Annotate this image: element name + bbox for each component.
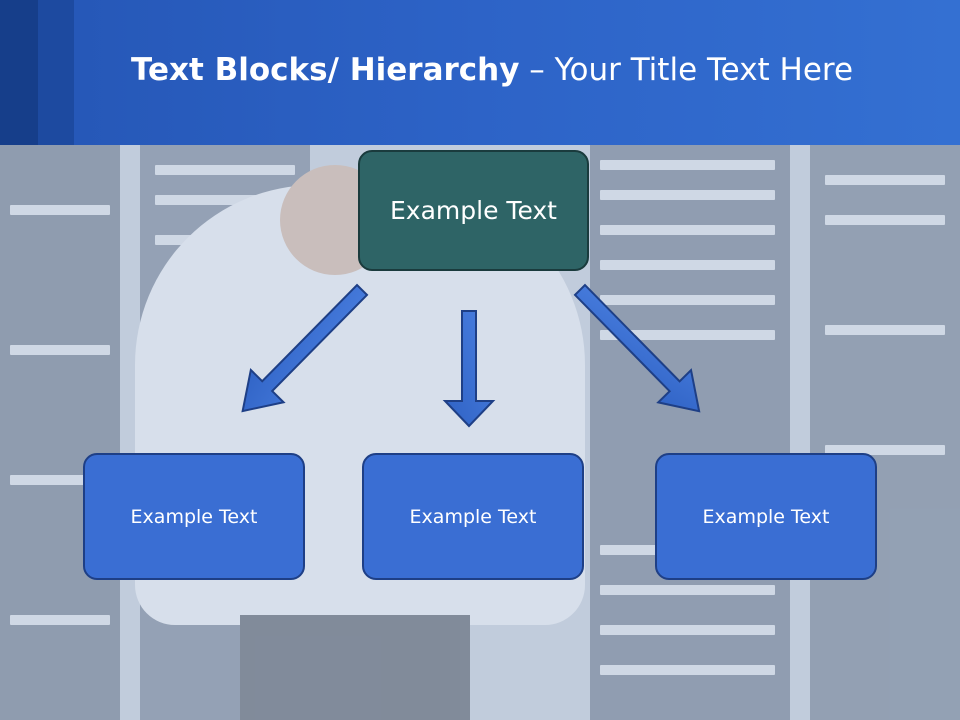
title-bold-part: Text Blocks/ Hierarchy [130, 52, 520, 88]
header-accent-strip [38, 0, 74, 145]
title-regular-part: Your Title Text Here [554, 52, 854, 88]
header-accent-strip [0, 0, 38, 145]
child-text-block-label: Example Text [130, 505, 258, 528]
slide-title: Text Blocks/ Hierarchy – Your Title Text… [0, 52, 960, 88]
child-text-block-label: Example Text [409, 505, 537, 528]
title-dash: – [519, 52, 555, 88]
child-text-block-left[interactable]: Example Text [83, 453, 305, 580]
top-text-block-label: Example Text [390, 196, 557, 225]
child-text-block-label: Example Text [702, 505, 830, 528]
title-bar: Text Blocks/ Hierarchy – Your Title Text… [0, 0, 960, 145]
top-text-block[interactable]: Example Text [358, 150, 589, 271]
child-text-block-right[interactable]: Example Text [655, 453, 877, 580]
child-text-block-middle[interactable]: Example Text [362, 453, 584, 580]
